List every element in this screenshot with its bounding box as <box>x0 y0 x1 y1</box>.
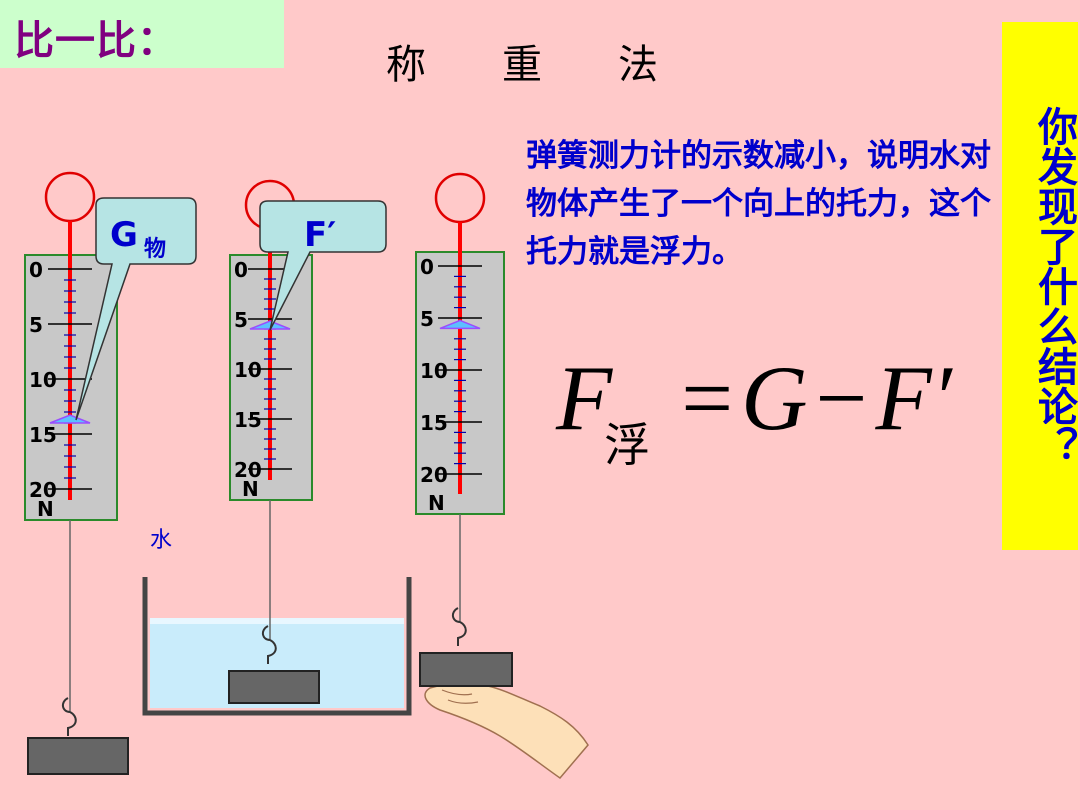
buoyancy-formula: F浮 =G−F′ <box>556 345 952 475</box>
formula-minus: − <box>815 347 868 449</box>
unit-label: N <box>428 491 445 515</box>
spring-scale-1: 0 5 10 15 20N <box>24 171 129 775</box>
scale-pointer <box>49 414 91 424</box>
callout-g-text: G <box>110 215 138 255</box>
tick-label-0: 0 <box>234 258 248 282</box>
tick-label-0: 0 <box>29 258 43 282</box>
formula-subscript: 浮 <box>604 418 651 472</box>
question-panel: 你发现了什么结论？ <box>1002 22 1078 550</box>
formula-G: G <box>741 347 808 449</box>
scale-hook <box>452 607 467 646</box>
scale-ring <box>44 171 96 223</box>
callout-f-text: F′ <box>304 215 336 255</box>
callout-f-prime: F′ <box>259 200 387 331</box>
tick-label-20: 20 <box>29 478 57 502</box>
scale-ring <box>434 172 486 224</box>
metal-block <box>419 652 513 687</box>
question-text: 你发现了什么结论？ <box>1031 106 1077 466</box>
tick-label-0: 0 <box>420 255 434 279</box>
callout-gravity: G 物 <box>75 197 197 421</box>
water-surface <box>150 618 404 624</box>
explanation-text: 弹簧测力计的示数减小，说明水对物体产生了一个向上的托力，这个托力就是浮力。 <box>526 138 991 270</box>
metal-block <box>228 670 320 704</box>
section-tag-label: 比一比： <box>14 18 178 64</box>
metal-block <box>27 737 129 775</box>
tick-label-10: 10 <box>29 368 57 392</box>
unit-label: N <box>37 497 54 521</box>
tick-label-5: 5 <box>234 308 248 332</box>
formula-F-prime: F′ <box>875 347 952 449</box>
tick-label-20: 20 <box>420 463 448 487</box>
callout-g-sub: 物 <box>144 236 166 262</box>
scale-pointer <box>439 319 481 330</box>
tick-label-5: 5 <box>420 307 434 331</box>
formula-equals: = <box>681 347 734 449</box>
tick-label-15: 15 <box>29 423 57 447</box>
water-label: 水 <box>150 528 173 553</box>
tick-label-10: 10 <box>234 358 262 382</box>
tick-label-20: 20 <box>234 458 262 482</box>
tank-wall <box>142 577 412 716</box>
hand-icon <box>424 683 589 780</box>
unit-label: N <box>242 477 259 501</box>
scale-hook <box>62 697 77 736</box>
tick-label-15: 15 <box>234 408 262 432</box>
spring-scale-2: 0 5 10 15 20N <box>228 179 320 704</box>
scale-hook <box>262 625 277 664</box>
tick-label-5: 5 <box>29 313 43 337</box>
slide-title: 称 重 法 <box>386 42 676 88</box>
tick-label-10: 10 <box>420 359 448 383</box>
formula-F: F <box>556 347 613 449</box>
section-tag: 比一比： <box>0 0 284 68</box>
spring-scale-3: 0 5 10 15 20N <box>415 172 513 687</box>
tick-label-15: 15 <box>420 411 448 435</box>
